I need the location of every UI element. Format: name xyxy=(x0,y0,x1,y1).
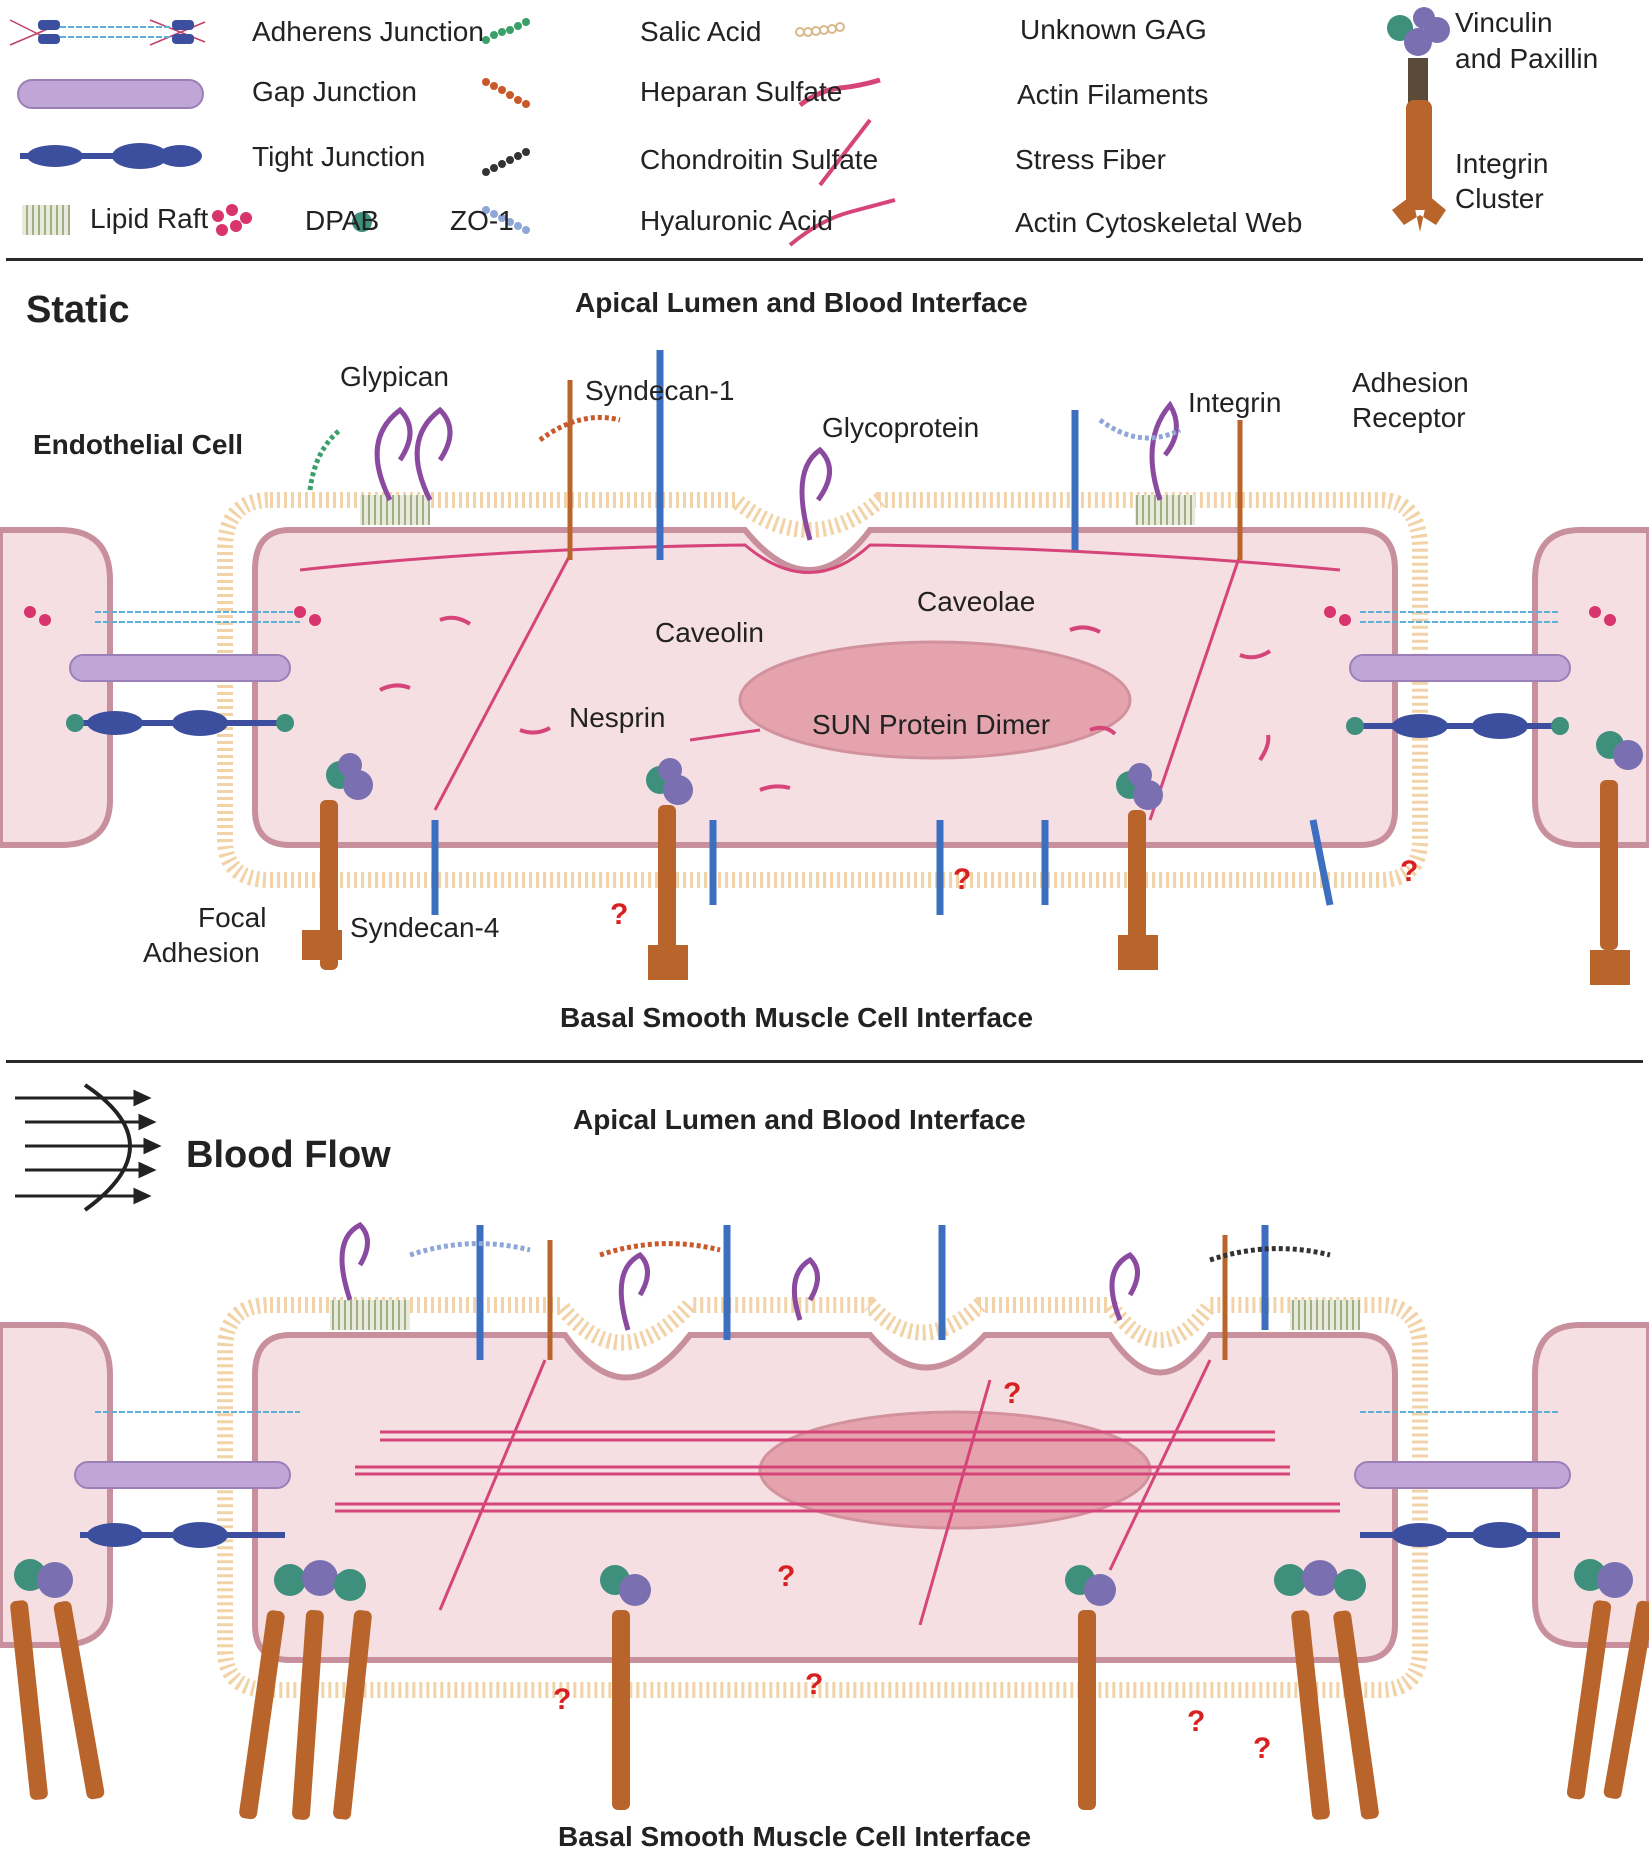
legend-gap-junction: Gap Junction xyxy=(252,76,417,107)
legend-salic-acid: Salic Acid xyxy=(640,16,762,47)
adherens-junction-icon xyxy=(9,19,206,46)
legend-dpab: DPAB xyxy=(305,205,380,236)
flow-stress-fibers xyxy=(335,1359,1340,1626)
static-focal-adhesion-line2: Adhesion xyxy=(143,937,260,968)
salic-acid-icon xyxy=(482,18,530,44)
gap-junction-icon xyxy=(17,79,204,109)
static-left-neighbor-cell xyxy=(0,527,113,848)
flow-question-1: ? xyxy=(1003,1377,1022,1410)
static-caveolin-label: Caveolin xyxy=(655,617,764,648)
static-adhesion-receptor-line1: Adhesion xyxy=(1352,367,1469,398)
flow-question-3: ? xyxy=(553,1683,572,1716)
static-glycocalyx xyxy=(307,350,1243,560)
legend-hyaluronic-acid: Hyaluronic Acid xyxy=(640,205,833,236)
flow-glycocalyx xyxy=(330,1221,1360,1360)
flow-junctions xyxy=(74,1411,1571,1548)
chondroitin-sulfate-icon xyxy=(482,148,530,176)
actin-web-icon xyxy=(788,198,896,247)
dpab-icon xyxy=(212,204,252,236)
flow-integrin-clusters xyxy=(10,1559,1649,1820)
static-question-2: ? xyxy=(953,863,972,896)
flow-question-5: ? xyxy=(1187,1705,1206,1738)
static-caveolae-label: Caveolae xyxy=(917,586,1036,617)
static-basal-syndecans xyxy=(431,819,1334,915)
static-adhesion-receptor-line2: Receptor xyxy=(1352,402,1466,433)
zo1-icon xyxy=(352,212,372,232)
flow-arrows xyxy=(15,1083,162,1212)
actin-filaments-icon xyxy=(798,77,881,108)
static-question-1: ? xyxy=(610,898,629,931)
legend-integrin-cluster-line1: Integrin xyxy=(1455,148,1549,179)
static-endothelial-cell-label: Endothelial Cell xyxy=(33,429,244,460)
static-adherens-junctions xyxy=(24,606,1616,626)
legend-integrin-cluster-line2: Cluster xyxy=(1455,183,1544,214)
tight-junction-icon xyxy=(20,143,202,169)
legend-stress-fiber: Stress Fiber xyxy=(1015,144,1166,175)
static-nesprin-label: Nesprin xyxy=(569,702,666,733)
flow-basal-label: Basal Smooth Muscle Cell Interface xyxy=(558,1821,1032,1852)
static-main-membrane xyxy=(217,492,1428,888)
divider-legend xyxy=(6,258,1643,261)
unknown-gag-icon xyxy=(795,22,845,37)
legend-vinculin-line1: Vinculin xyxy=(1455,7,1553,38)
flow-question-4: ? xyxy=(805,1668,824,1701)
static-actin-web xyxy=(299,543,1341,821)
legend-chondroitin-sulfate: Chondroitin Sulfate xyxy=(640,144,879,175)
static-sun-dimer-label: SUN Protein Dimer xyxy=(812,709,1051,740)
legend-actin-filaments: Actin Filaments xyxy=(1017,79,1209,110)
legend-unknown-gag: Unknown GAG xyxy=(1020,14,1207,45)
static-integrin-label: Integrin xyxy=(1188,387,1282,418)
static-syndecan1-label: Syndecan-1 xyxy=(585,375,735,406)
legend-actin-web: Actin Cytoskeletal Web xyxy=(1015,207,1303,238)
static-focal-adhesion-line1: Focal xyxy=(198,902,267,933)
static-nucleus xyxy=(738,640,1132,760)
static-apical-label: Apical Lumen and Blood Interface xyxy=(575,287,1028,318)
integrin-cluster-icon xyxy=(1392,58,1446,232)
lipid-raft-icon xyxy=(22,205,70,235)
static-basal-label: Basal Smooth Muscle Cell Interface xyxy=(560,1002,1034,1033)
static-syndecan4-label: Syndecan-4 xyxy=(350,912,500,943)
stress-fiber-icon xyxy=(818,118,872,187)
static-actin-filaments xyxy=(379,615,1272,792)
vinculin-paxillin-icon xyxy=(1387,7,1450,56)
static-tight-junctions xyxy=(66,710,1569,739)
hyaluronic-acid-icon xyxy=(482,206,530,234)
flow-apical-label: Apical Lumen and Blood Interface xyxy=(573,1104,1026,1135)
legend-lipid-raft: Lipid Raft xyxy=(90,203,209,234)
heparan-sulfate-icon xyxy=(482,78,530,108)
static-title: Static xyxy=(26,289,130,331)
legend-adherens-junction: Adherens Junction xyxy=(252,16,484,47)
static-glycoprotein-label: Glycoprotein xyxy=(822,412,980,443)
flow-question-6: ? xyxy=(1253,1732,1272,1765)
legend-zo1: ZO-1 xyxy=(450,205,514,236)
static-integrin-clusters xyxy=(302,731,1643,985)
static-right-neighbor-cell xyxy=(1532,527,1649,848)
legend-heparan-sulfate: Heparan Sulfate xyxy=(640,76,843,107)
flow-title: Blood Flow xyxy=(186,1134,391,1176)
legend-vinculin-line2: and Paxillin xyxy=(1455,43,1599,74)
static-gap-junctions xyxy=(69,654,1571,682)
legend-tight-junction: Tight Junction xyxy=(252,141,426,172)
flow-question-2: ? xyxy=(777,1560,796,1593)
static-question-3: ? xyxy=(1400,855,1419,888)
divider-panels xyxy=(6,1060,1643,1063)
static-glypican-label: Glypican xyxy=(340,361,449,392)
